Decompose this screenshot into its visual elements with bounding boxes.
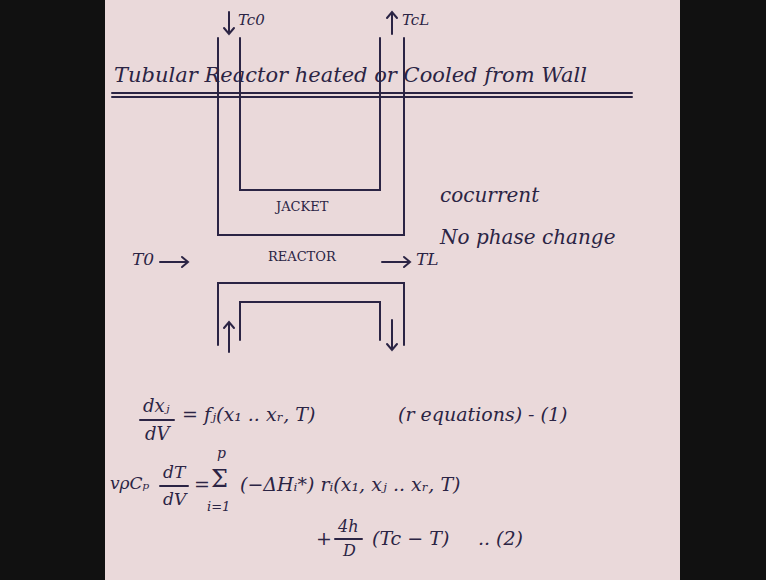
equation-term: (−ΔHᵢ*) rᵢ(x₁, xⱼ .. xᵣ, T) <box>240 474 461 495</box>
equation-note: (r equations) - (1) <box>398 404 567 425</box>
note: No phase change <box>440 226 616 248</box>
equation-term: p <box>217 446 226 461</box>
equation-term: dV <box>145 424 170 444</box>
equation-term: + <box>316 528 332 549</box>
equation-term: Σ <box>211 466 228 492</box>
equation-term: = fⱼ(x₁ .. xᵣ, T) <box>182 404 315 425</box>
equation-term: (Tc − T) <box>372 528 449 549</box>
part-name: REACTOR <box>268 250 336 264</box>
stream-label: Tc0 <box>238 12 265 29</box>
equation-term: vρCₚ <box>110 474 149 493</box>
equation-term: = <box>194 474 210 495</box>
equation-note: .. (2) <box>478 528 523 549</box>
page-title: Tubular Reactor heated or Cooled from Wa… <box>114 64 587 87</box>
stream-label: T0 <box>132 250 154 269</box>
note: cocurrent <box>440 184 539 206</box>
equation-term: i=1 <box>207 500 230 514</box>
equation-term: 4h <box>338 518 358 536</box>
equation-term: dT <box>163 463 185 482</box>
equation-term: D <box>343 542 356 560</box>
stream-label: TcL <box>402 12 429 29</box>
stream-label: TL <box>416 250 439 269</box>
equation-term: dV <box>163 490 186 509</box>
part-name: JACKET <box>276 200 328 214</box>
equation-term: dxⱼ <box>143 396 169 416</box>
